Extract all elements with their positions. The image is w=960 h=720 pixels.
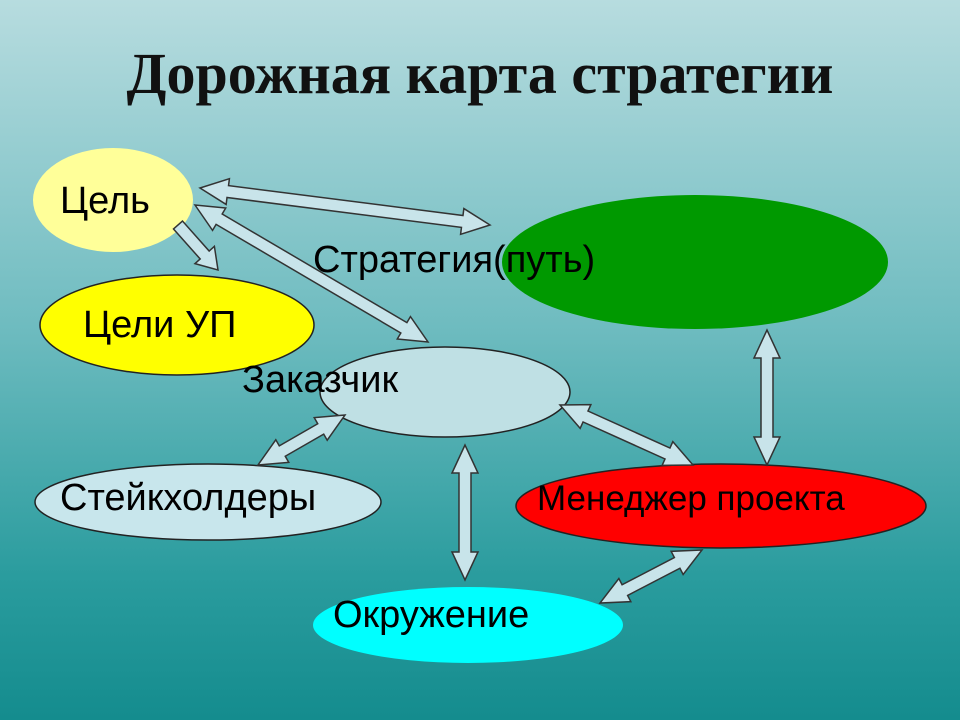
stakeholders-node <box>34 463 382 541</box>
customer-environment-arrow <box>450 443 480 582</box>
strategy-manager-arrow <box>752 328 782 467</box>
goal-label: Цель <box>60 180 150 222</box>
manager-node <box>515 463 927 549</box>
customer-node <box>319 346 571 438</box>
goal-pm-goals-arrow <box>172 219 219 272</box>
environment-node <box>313 587 623 663</box>
goal-node <box>33 148 193 252</box>
environment-label: Окружение <box>333 594 529 636</box>
manager-environment-arrow <box>598 549 704 604</box>
customer-stakeholders-arrow <box>256 414 347 466</box>
customer-manager-arrow <box>558 403 695 467</box>
customer-label: Заказчик <box>242 359 398 401</box>
strategy-label: Стратегия(путь) <box>313 239 595 281</box>
pm-goals-node <box>39 274 315 376</box>
goal-strategy-arrow <box>198 177 492 236</box>
goal-customer-arrow <box>193 204 430 343</box>
manager-label: Менеджер проекта <box>537 479 845 518</box>
pm-goals-label: Цели УП <box>83 304 236 346</box>
strategy-node <box>502 195 888 329</box>
stakeholders-label: Стейкхолдеры <box>60 477 316 519</box>
slide-title: Дорожная карта стратегии <box>126 41 834 106</box>
